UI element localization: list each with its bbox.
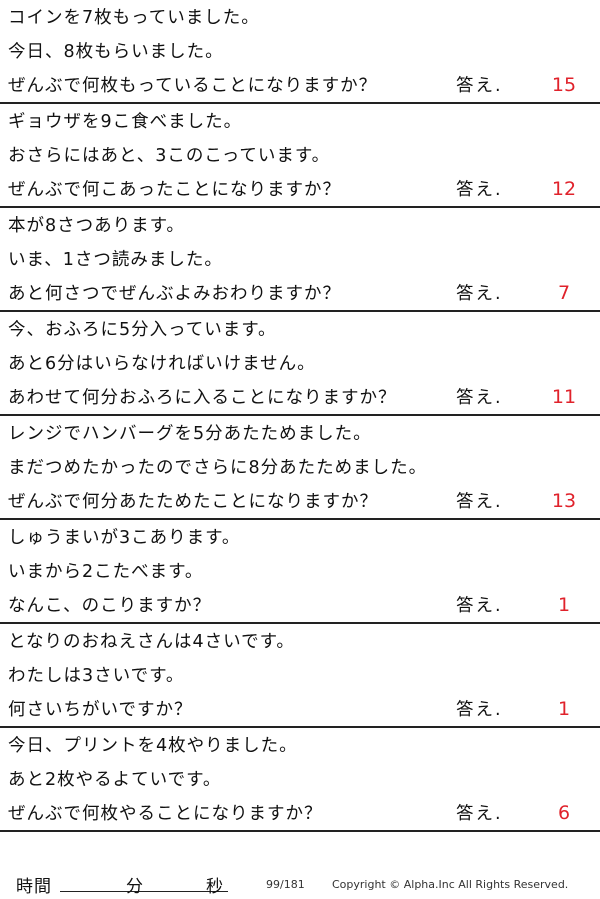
- problem-line-2: 今日、8枚もらいました。: [8, 42, 224, 62]
- page-number: 99/181: [266, 878, 305, 891]
- problem-line-1: ギョウザを9こ食べました。: [8, 112, 243, 132]
- problem-question: あわせて何分おふろに入ることになりますか？: [8, 388, 397, 408]
- answer-label: 答え.: [456, 700, 503, 720]
- answer-label: 答え.: [456, 596, 503, 616]
- answer-label: 答え.: [456, 804, 503, 824]
- problem-item: 今日、プリントを4枚やりました。 あと2枚やるよていです。 ぜんぶで何枚やること…: [0, 728, 600, 832]
- answer-value: 13: [551, 490, 577, 512]
- problem-question: ぜんぶで何枚もっていることになりますか？: [8, 76, 378, 96]
- problem-line-2: あと6分はいらなければいけません。: [8, 354, 316, 374]
- problem-line-2: まだつめたかったのでさらに8分あたためました。: [8, 458, 428, 478]
- problem-line-2: おさらにはあと、3このこっています。: [8, 146, 331, 166]
- problem-line-1: となりのおねえさんは4さいです。: [8, 632, 295, 652]
- problem-question: ぜんぶで何分あたためたことになりますか？: [8, 492, 378, 512]
- problem-line-1: レンジでハンバーグを5分あたためました。: [8, 424, 372, 444]
- problem-line-2: わたしは3さいです。: [8, 666, 185, 686]
- answer-value: 11: [551, 386, 577, 408]
- problem-question: 何さいちがいですか？: [8, 700, 193, 720]
- problem-item: 今、おふろに5分入っています。 あと6分はいらなければいけません。 あわせて何分…: [0, 312, 600, 416]
- problem-question: ぜんぶで何枚やることになりますか？: [8, 804, 323, 824]
- answer-value: 12: [551, 178, 577, 200]
- answer-value: 1: [557, 594, 571, 616]
- problem-line-1: 今日、プリントを4枚やりました。: [8, 736, 298, 756]
- problem-item: 本が8さつあります。 いま、1さつ読みました。 あと何さつでぜんぶよみおわります…: [0, 208, 600, 312]
- answer-label: 答え.: [456, 492, 503, 512]
- answer-value: 15: [551, 74, 577, 96]
- problem-item: コインを7枚もっていました。 今日、8枚もらいました。 ぜんぶで何枚もっているこ…: [0, 0, 600, 104]
- time-label: 時間: [16, 877, 52, 897]
- problem-line-1: しゅうまいが3こあります。: [8, 528, 241, 548]
- problem-item: ギョウザを9こ食べました。 おさらにはあと、3このこっています。 ぜんぶで何こあ…: [0, 104, 600, 208]
- problem-item: レンジでハンバーグを5分あたためました。 まだつめたかったのでさらに8分あたため…: [0, 416, 600, 520]
- footer: 時間 分 秒 99/181 Copyright © Alpha.Inc All …: [0, 872, 600, 897]
- answer-value: 7: [557, 282, 571, 304]
- problem-line-2: いまから2こたべます。: [8, 562, 204, 582]
- time-underline: [60, 891, 228, 892]
- answer-label: 答え.: [456, 180, 503, 200]
- problem-question: なんこ、のこりますか？: [8, 596, 212, 616]
- minutes-label: 分: [126, 877, 143, 897]
- problem-line-1: 本が8さつあります。: [8, 216, 185, 236]
- seconds-label: 秒: [206, 877, 223, 897]
- copyright: Copyright © Alpha.Inc All Rights Reserve…: [332, 878, 569, 891]
- problem-list: コインを7枚もっていました。 今日、8枚もらいました。 ぜんぶで何枚もっているこ…: [0, 0, 600, 832]
- answer-label: 答え.: [456, 76, 503, 96]
- answer-value: 6: [557, 802, 571, 824]
- problem-line-2: あと2枚やるよていです。: [8, 770, 222, 790]
- problem-line-1: 今、おふろに5分入っています。: [8, 320, 277, 340]
- problem-item: しゅうまいが3こあります。 いまから2こたべます。 なんこ、のこりますか？ 答え…: [0, 520, 600, 624]
- answer-value: 1: [557, 698, 571, 720]
- problem-question: あと何さつでぜんぶよみおわりますか？: [8, 284, 341, 304]
- problem-question: ぜんぶで何こあったことになりますか？: [8, 180, 341, 200]
- problem-line-1: コインを7枚もっていました。: [8, 8, 260, 28]
- answer-label: 答え.: [456, 388, 503, 408]
- problem-line-2: いま、1さつ読みました。: [8, 250, 223, 270]
- answer-label: 答え.: [456, 284, 503, 304]
- problem-item: となりのおねえさんは4さいです。 わたしは3さいです。 何さいちがいですか？ 答…: [0, 624, 600, 728]
